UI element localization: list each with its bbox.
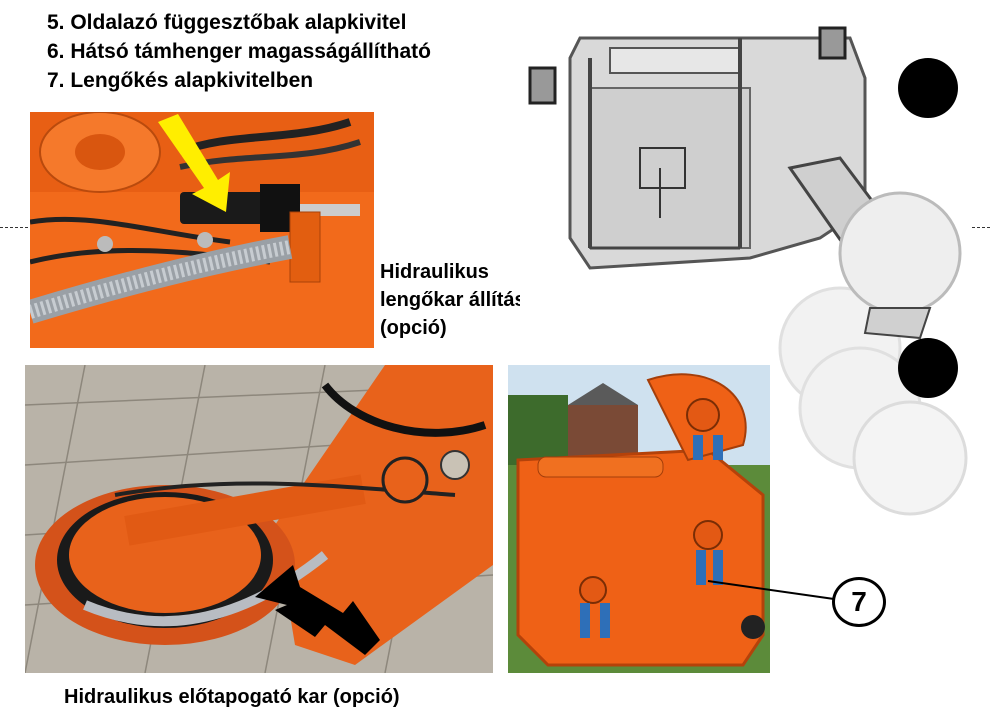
callout-leader-line bbox=[707, 580, 835, 600]
feature-item-5: 5. Oldalazó függesztőbak alapkivitel bbox=[47, 11, 407, 34]
mower-deck-diagram bbox=[520, 8, 970, 518]
callout-number: 7 bbox=[851, 586, 867, 617]
hydraulic-cylinder-photo bbox=[30, 112, 374, 348]
dashed-separator-left bbox=[0, 227, 28, 228]
feeler-arm-caption: Hidraulikus előtapogató kar (opció) bbox=[64, 686, 400, 708]
feature-item-6: 6. Hátsó támhenger magasságállítható bbox=[47, 40, 431, 63]
feature-list: 5. Oldalazó függesztőbak alapkivitel 6. … bbox=[47, 8, 431, 95]
caption-line-1: Hidraulikus bbox=[380, 261, 489, 283]
swing-knife-photo bbox=[508, 365, 770, 673]
caption-line-3: (opció) bbox=[380, 317, 447, 339]
feeler-arm-photo bbox=[25, 365, 493, 673]
hydraulic-arm-caption: Hidraulikus lengőkar állítás (opció) bbox=[380, 258, 526, 342]
feature-item-7: 7. Lengőkés alapkivitelben bbox=[47, 69, 314, 92]
dashed-separator-right bbox=[972, 227, 990, 228]
caption-line-2: lengőkar állítás bbox=[380, 289, 526, 311]
callout-circle: 7 bbox=[832, 577, 886, 627]
